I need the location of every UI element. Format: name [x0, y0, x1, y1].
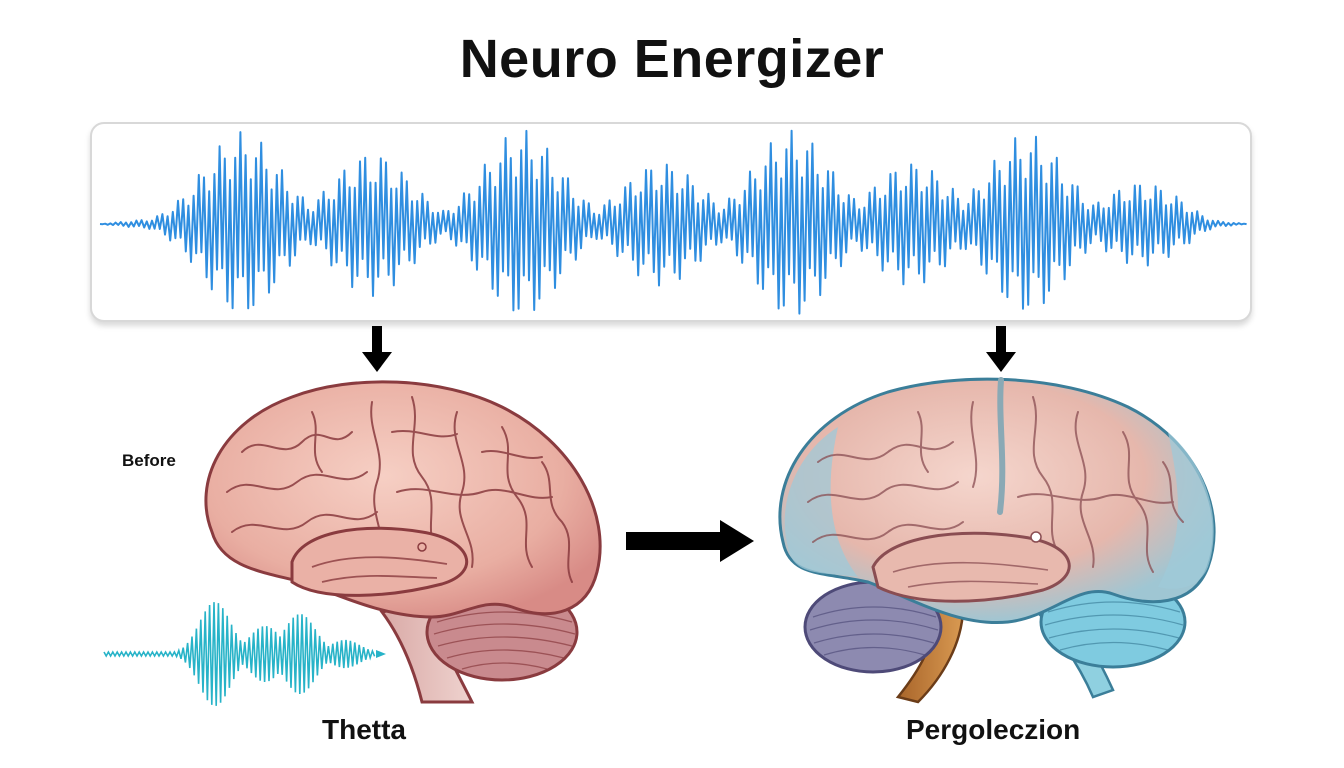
page-title: Neuro Energizer [0, 28, 1344, 90]
arrow-right-icon [626, 518, 756, 566]
waveform-panel [90, 122, 1252, 322]
waveform-line [100, 131, 1247, 314]
brain-after-illustration [768, 372, 1228, 712]
waveform-graphic [92, 124, 1252, 322]
theta-wave-line [104, 602, 375, 706]
before-label: Before [122, 451, 176, 471]
right-caption: Pergoleczion [906, 714, 1080, 746]
arrow-down-right-icon [984, 326, 1018, 374]
theta-wave-graphic [100, 596, 390, 706]
left-caption: Thetta [322, 714, 406, 746]
arrow-down-left-icon [360, 326, 394, 374]
